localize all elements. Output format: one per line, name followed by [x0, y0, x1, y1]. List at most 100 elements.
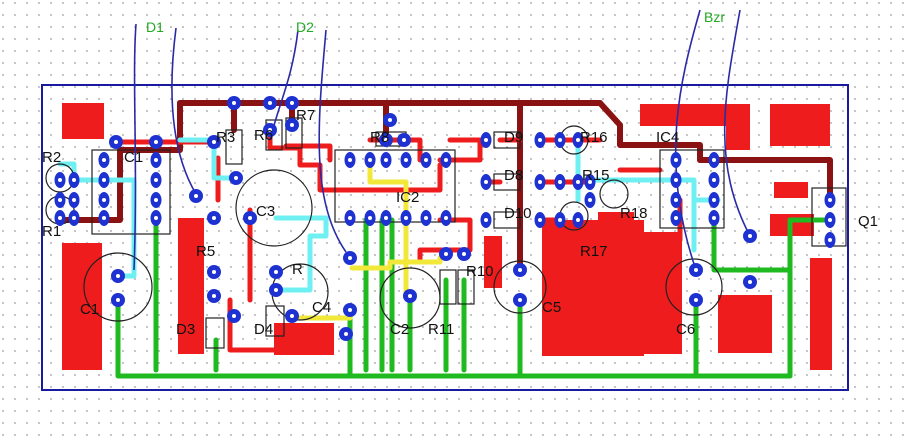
pad-hole [538, 218, 542, 222]
pad-hole [348, 308, 352, 312]
pad-hole [102, 158, 106, 162]
pad-hole [212, 294, 216, 298]
pad-hole [348, 256, 352, 260]
pad-hole [674, 198, 678, 202]
pad-hole [828, 198, 832, 202]
pad-hole [232, 314, 236, 318]
label-r10: R10 [466, 263, 494, 280]
label-r1: R1 [42, 223, 61, 240]
label-ic4: IC4 [656, 129, 679, 146]
pad-hole [444, 252, 448, 256]
pad-hole [576, 218, 580, 222]
pad-hole [404, 158, 408, 162]
pad-hole [828, 238, 832, 242]
pad-hole [712, 178, 716, 182]
pad-hole [558, 180, 562, 184]
pad-hole [712, 158, 716, 162]
label-c3: C3 [256, 203, 275, 220]
pad-hole [58, 198, 62, 202]
pad-hole [538, 180, 542, 184]
pad-hole [674, 216, 678, 220]
pad-hole [694, 268, 698, 272]
label-c1: C1 [80, 301, 99, 318]
pad-hole [102, 178, 106, 182]
pad-hole [154, 158, 158, 162]
pad-hole [348, 158, 352, 162]
pad-hole [424, 158, 428, 162]
pad-hole [58, 178, 62, 182]
pad-hole [348, 216, 352, 220]
pad-hole [484, 218, 488, 222]
pad-hole [232, 101, 236, 105]
label-c4: C4 [312, 299, 331, 316]
pad-hole [212, 270, 216, 274]
pad-hole [748, 280, 752, 284]
label-c5: C5 [542, 299, 561, 316]
pad-hole [102, 216, 106, 220]
pad-hole [368, 158, 372, 162]
label-d3: D3 [176, 321, 195, 338]
label-r15: R15 [582, 167, 610, 184]
label-q1: Q1 [858, 213, 878, 230]
pad-hole [290, 314, 294, 318]
pad-hole [116, 298, 120, 302]
label-d9: D9 [504, 129, 523, 146]
label-d10: D10 [504, 205, 532, 222]
pad-hole [248, 216, 252, 220]
label-d8: D8 [504, 167, 523, 184]
label-r9: R [292, 261, 303, 278]
pad-hole [212, 216, 216, 220]
pad-hole [72, 198, 76, 202]
pad-hole [674, 158, 678, 162]
pad-hole [748, 234, 752, 238]
external-wires [133, 9, 751, 271]
pad-hole [588, 198, 592, 202]
pad-hole [484, 138, 488, 142]
pad-hole [72, 178, 76, 182]
pad-hole [576, 180, 580, 184]
pad-hole [694, 298, 698, 302]
label-bzr: Bzr [704, 9, 725, 25]
label-r11: R11 [428, 321, 454, 338]
pad-hole [290, 101, 294, 105]
pad-hole [462, 252, 466, 256]
label-r7: R7 [296, 107, 315, 124]
label-r6: R6 [254, 127, 273, 144]
pad-hole [828, 218, 832, 222]
board-outline [41, 84, 849, 391]
pad-hole [194, 194, 198, 198]
pad-hole [384, 158, 388, 162]
pad-hole [424, 216, 428, 220]
pad-hole [58, 216, 62, 220]
label-r2: R2 [42, 149, 61, 166]
yellow-traces [291, 157, 443, 321]
pad-hole [72, 216, 76, 220]
pad-hole [290, 123, 294, 127]
label-c2: C2 [390, 321, 409, 338]
label-d1: D1 [146, 19, 164, 35]
labels: D1 D2 Bzr R2 R1 C1 C1 R3 R6 R7 R8 C3 IC2… [42, 9, 878, 338]
pad-hole [538, 138, 542, 142]
label-r18: R18 [620, 205, 648, 222]
pad-hole [558, 218, 562, 222]
label-d2: D2 [296, 19, 314, 35]
pad-hole [154, 216, 158, 220]
pad-hole [234, 176, 238, 180]
pad-hole [404, 216, 408, 220]
pad-hole [384, 216, 388, 220]
pads [54, 96, 836, 341]
pad-hole [384, 138, 388, 142]
pad-hole [344, 332, 348, 336]
label-d4: D4 [254, 321, 273, 338]
pad-hole [558, 138, 562, 142]
label-r8: R8 [370, 129, 389, 146]
pad-hole [712, 216, 716, 220]
pad-hole [576, 138, 580, 142]
pad-hole [274, 270, 278, 274]
pad-hole [114, 140, 118, 144]
label-c1-top: C1 [124, 149, 143, 166]
pad-hole [588, 180, 592, 184]
pad-hole [402, 138, 406, 142]
label-r16: R16 [580, 129, 608, 146]
